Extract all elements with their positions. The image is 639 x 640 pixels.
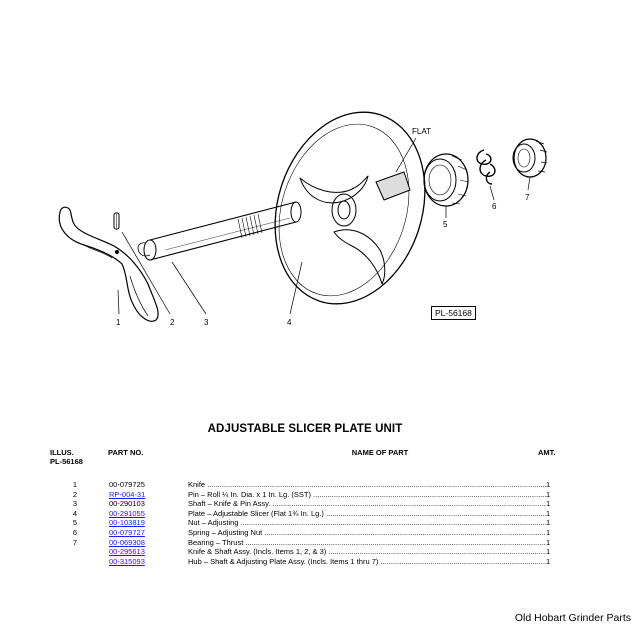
table-row: 00-315093 Hub – Shaft & Adjusting Plate A…	[0, 557, 639, 567]
part-amount: 1	[546, 527, 551, 537]
table-row: 2 RP-004-31 Pin – Roll ¼ In. Dia. x 1 In. …	[0, 490, 639, 500]
part-amount: 1	[546, 556, 551, 566]
spring-drawing	[476, 149, 496, 185]
header-part-no: PART NO.	[108, 448, 144, 457]
table-row: 4 00-291055 Plate – Adjustable Slicer (Fla…	[0, 509, 639, 519]
callout-1: 1	[116, 318, 121, 327]
part-name: Spring – Adjusting Nut	[188, 528, 546, 538]
part-amount: 1	[546, 537, 551, 547]
callout-flat: FLAT	[412, 127, 431, 136]
callout-4: 4	[287, 318, 292, 327]
footer-text: Old Hobart Grinder Parts	[514, 612, 631, 624]
table-row: 00-295613 Knife & Shaft Assy. (Incls. Ite…	[0, 547, 639, 557]
page-title: ADJUSTABLE SLICER PLATE UNIT	[207, 423, 403, 435]
callout-2: 2	[170, 318, 175, 327]
roll-pin-drawing	[113, 212, 120, 230]
plate-reference-label: PL-56168	[431, 306, 476, 320]
table-row: 7 00-069308 Bearing – Thrust1	[0, 538, 639, 548]
part-name: Knife	[188, 480, 546, 490]
header-illus: ILLUS. PL-56168	[50, 448, 83, 466]
part-name: Bearing – Thrust	[188, 538, 546, 548]
leader-lines	[117, 137, 531, 315]
part-number: 00-290103	[109, 499, 145, 509]
illus-number: 3	[72, 499, 78, 509]
part-amount: 1	[546, 547, 551, 557]
part-amount: 1	[546, 518, 551, 528]
table-row: 5 00-103819 Nut – Adjusting1	[0, 518, 639, 528]
illus-number: 7	[72, 537, 78, 547]
part-number-link[interactable]: 00-315093	[109, 556, 145, 566]
slicer-plate-drawing	[274, 111, 426, 305]
part-number-link[interactable]: 00-295613	[109, 547, 145, 557]
table-row: 100-079725Knife1	[0, 480, 639, 490]
callout-7: 7	[525, 193, 530, 202]
callout-5: 5	[443, 220, 448, 229]
thrust-bearing-drawing	[512, 138, 548, 178]
part-number-link[interactable]: RP-004-31	[109, 489, 146, 499]
illus-number: 5	[72, 518, 78, 528]
adjusting-nut-drawing	[423, 153, 469, 207]
shaft-drawing	[137, 201, 302, 261]
header-illus-sub: PL-56168	[50, 457, 83, 466]
part-number-link[interactable]: 00-291055	[109, 508, 145, 518]
part-amount: 1	[546, 480, 551, 489]
table-row: 6 00-079727 Spring – Adjusting Nut1	[0, 528, 639, 538]
part-name: Pin – Roll ¼ In. Dia. x 1 In. Lg. (SST)	[188, 490, 546, 500]
illus-number: 2	[72, 489, 78, 499]
header-illus-label: ILLUS.	[50, 448, 74, 457]
illus-number: 6	[72, 527, 78, 537]
knife-drawing	[58, 206, 159, 322]
parts-illustration: FLAT 1 2 3 4 5 6 7	[58, 111, 548, 327]
part-number-link[interactable]: 00-069308	[109, 537, 145, 547]
callout-3: 3	[204, 318, 209, 327]
part-name: Knife & Shaft Assy. (Incls. Items 1, 2, …	[188, 547, 546, 557]
part-amount: 1	[546, 489, 551, 499]
part-name: Hub – Shaft & Adjusting Plate Assy. (Inc…	[188, 557, 546, 567]
part-name: Nut – Adjusting	[188, 518, 546, 528]
part-name: Shaft – Knife & Pin Assy.	[188, 499, 546, 509]
illus-number: 4	[72, 508, 78, 518]
part-amount: 1	[546, 499, 551, 509]
header-name-of-part: NAME OF PART	[351, 448, 409, 457]
header-amt: AMT.	[538, 448, 556, 457]
part-number: 00-079725	[109, 480, 145, 489]
part-amount: 1	[546, 508, 551, 518]
part-name: Plate – Adjustable Slicer (Flat 1¾ In. L…	[188, 509, 546, 519]
callout-6: 6	[492, 202, 497, 211]
table-row: 3 00-290103 Shaft – Knife & Pin Assy.1	[0, 499, 639, 509]
part-number-link[interactable]: 00-103819	[109, 518, 145, 528]
part-number-link[interactable]: 00-079727	[109, 527, 145, 537]
illus-number: 1	[72, 480, 78, 489]
